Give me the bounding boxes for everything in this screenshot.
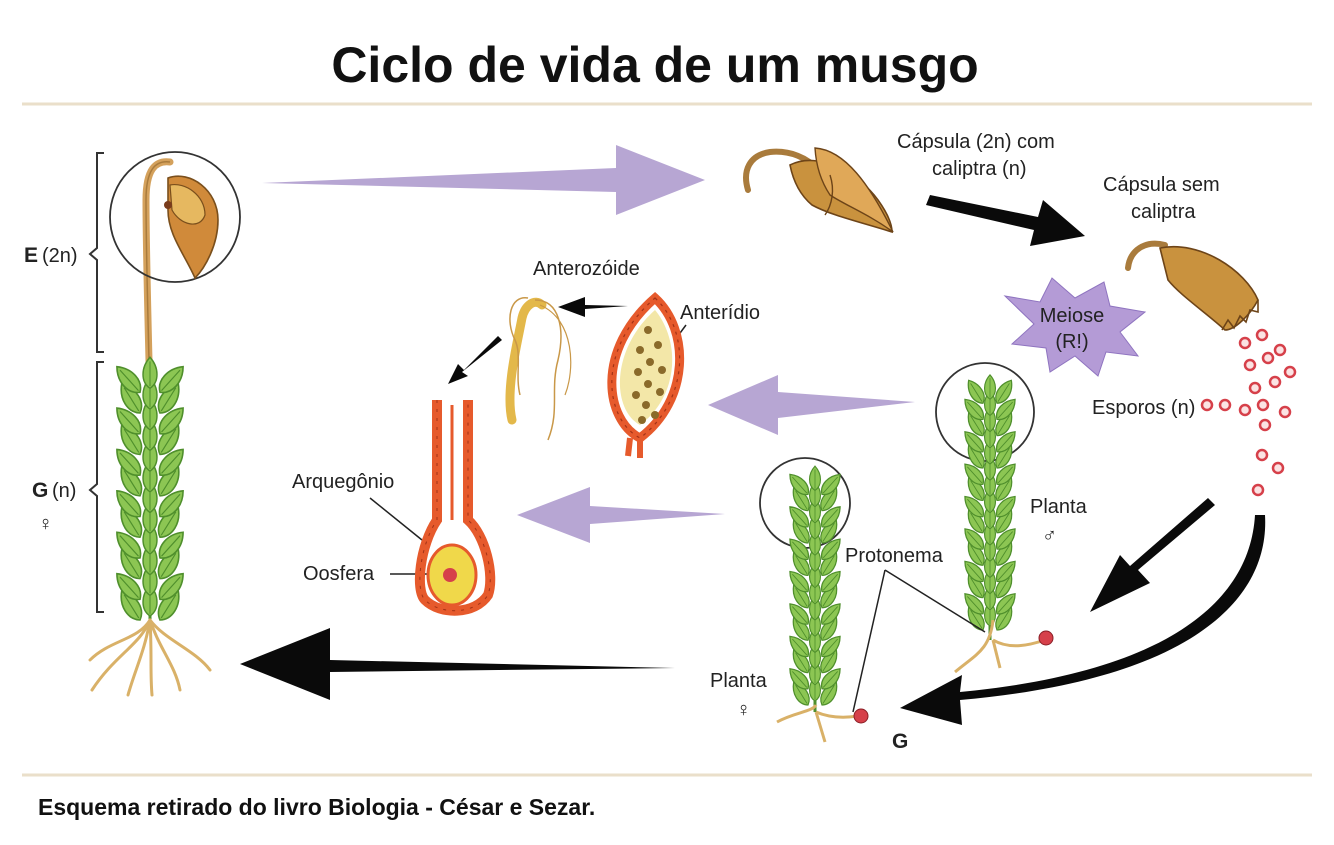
male-plant-label: Planta [1030, 496, 1088, 518]
spore [1255, 448, 1269, 462]
spore [1238, 336, 1252, 350]
arrow-spores-to-female [900, 515, 1266, 725]
spore [1200, 398, 1214, 412]
oosphere-label: Oosfera [303, 563, 375, 585]
large-moss-plant: E (2n) G (n) ♀ [24, 151, 241, 697]
capsule-with-calyptra-left [164, 175, 219, 280]
sperm-cell [658, 366, 666, 374]
sperm-cell [646, 358, 654, 366]
sporophyte-label-prefix: E [24, 244, 38, 267]
spore [1218, 398, 1232, 412]
spore [1278, 405, 1292, 419]
male-moss-plant: Planta ♂ [935, 362, 1088, 674]
male-symbol: ♂ [1042, 525, 1057, 547]
arrow-spores-to-male [1090, 498, 1215, 612]
arrow-male-to-antheridium [708, 375, 915, 435]
archegonium-label: Arquegônio [292, 471, 394, 493]
arrow-antherozoid-to-archegonium [448, 336, 502, 384]
gametophyte-g-label: G [892, 730, 908, 753]
gametophyte-label-prefix: G [32, 479, 48, 502]
spore [1268, 375, 1282, 389]
spore [1256, 398, 1270, 412]
sperm-cell [651, 411, 659, 419]
capsule-calyptra-label-2: caliptra (n) [932, 158, 1026, 180]
meiosis-label-2: (R!) [1055, 331, 1088, 353]
protonema-pointer-male [884, 569, 986, 633]
spore [1283, 365, 1297, 379]
spore [1271, 461, 1285, 475]
capsule-no-calyptra-label-2: caliptra [1131, 201, 1196, 223]
black-arrows [240, 195, 1266, 725]
female-symbol-left: ♀ [38, 513, 53, 535]
spores-label: Esporos (n) [1092, 397, 1195, 419]
egg-nucleus [443, 568, 457, 582]
spore [1248, 381, 1262, 395]
antheridium [607, 291, 685, 458]
gametophyte-bracket [88, 361, 104, 613]
archegonium-pointer [369, 497, 423, 541]
antherozoid [505, 297, 572, 441]
sporophyte-label-ploidy: (2n) [42, 245, 78, 267]
female-plant-label: Planta [710, 670, 768, 692]
capsule-without-calyptra [1125, 240, 1259, 331]
spore [1243, 358, 1257, 372]
spore [1238, 403, 1252, 417]
archegonium [414, 400, 496, 616]
arrow-to-capsule [262, 145, 705, 215]
spore [1273, 343, 1287, 357]
capsule-with-calyptra-top [743, 147, 894, 234]
sperm-cell [632, 391, 640, 399]
spore [1251, 483, 1265, 497]
female-moss-plant: Planta ♀ [710, 457, 869, 743]
sperm-cell [642, 401, 650, 409]
arrow-to-large-plant [240, 628, 675, 700]
large-rhizoids [88, 618, 212, 697]
sperm-cell [644, 380, 652, 388]
spore [1258, 418, 1272, 432]
sporophyte-bracket [88, 152, 104, 353]
sperm-cell [644, 326, 652, 334]
protonema-pointer-female [852, 569, 886, 713]
protonema-label: Protonema [845, 545, 944, 567]
sperm-cell [654, 341, 662, 349]
spore [1255, 328, 1269, 342]
arrow-capsule-to-open [926, 195, 1085, 246]
lavender-arrows [262, 145, 915, 543]
moss-leaf [983, 374, 997, 400]
sperm-cell [656, 388, 664, 396]
gametophyte-label-ploidy: (n) [52, 480, 76, 502]
antherozoid-label: Anterozóide [533, 258, 640, 280]
capsule-detail-circle [109, 151, 241, 283]
antheridium-label: Anterídio [680, 302, 760, 324]
sperm-cell [634, 368, 642, 376]
spore [1261, 351, 1275, 365]
diagram-title: Ciclo de vida de um musgo [331, 37, 978, 93]
large-leafy-stem [110, 356, 190, 625]
capsule-calyptra-label-1: Cápsula (2n) com [897, 131, 1055, 153]
source-caption: Esquema retirado do livro Biologia - Cés… [38, 794, 595, 820]
sperm-cell [638, 416, 646, 424]
moss-leaf [142, 356, 158, 390]
arrow-female-to-archegonium [517, 487, 725, 543]
female-symbol-right: ♀ [736, 699, 751, 721]
meiosis-burst: Meiose (R!) [1003, 277, 1147, 377]
male-detail-circle [935, 362, 1035, 462]
arrow-antheridium-to-antherozoid [558, 297, 628, 317]
sperm-cell [636, 346, 644, 354]
moss-leaf [808, 465, 822, 491]
meiosis-label-1: Meiose [1040, 305, 1104, 327]
capsule-no-calyptra-label-1: Cápsula sem [1103, 174, 1220, 196]
spores-cluster [1200, 328, 1297, 497]
